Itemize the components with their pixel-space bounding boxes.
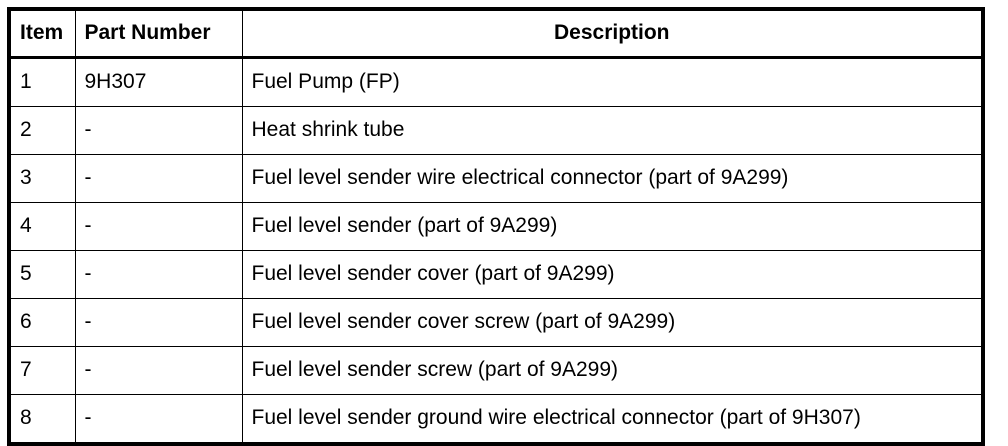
cell-item: 1	[8, 56, 76, 107]
column-header-description: Description	[241, 8, 984, 59]
table-header: Item Part Number Description	[8, 8, 984, 59]
table-row: 1 9H307 Fuel Pump (FP)	[8, 56, 984, 107]
parts-table-container: Item Part Number Description 1 9H307 Fue…	[7, 7, 985, 446]
table-header-row: Item Part Number Description	[8, 8, 984, 59]
table-row: 3 - Fuel level sender wire electrical co…	[8, 154, 984, 203]
cell-part-number: -	[74, 106, 243, 155]
cell-item: 3	[8, 154, 76, 203]
table-body: 1 9H307 Fuel Pump (FP) 2 - Heat shrink t…	[8, 56, 984, 445]
cell-description: Fuel Pump (FP)	[241, 56, 984, 107]
cell-part-number: -	[74, 346, 243, 395]
cell-description: Fuel level sender (part of 9A299)	[241, 202, 984, 251]
cell-item: 4	[8, 202, 76, 251]
cell-description: Heat shrink tube	[241, 106, 984, 155]
cell-description: Fuel level sender cover screw (part of 9…	[241, 298, 984, 347]
cell-description: Fuel level sender cover (part of 9A299)	[241, 250, 984, 299]
column-header-part-number: Part Number	[74, 8, 243, 59]
table-row: 4 - Fuel level sender (part of 9A299)	[8, 202, 984, 251]
cell-part-number: 9H307	[74, 56, 243, 107]
cell-part-number: -	[74, 298, 243, 347]
table-row: 8 - Fuel level sender ground wire electr…	[8, 394, 984, 445]
table-row: 2 - Heat shrink tube	[8, 106, 984, 155]
column-header-item: Item	[8, 8, 76, 59]
parts-legend-table: Item Part Number Description 1 9H307 Fue…	[7, 7, 985, 446]
cell-part-number: -	[74, 202, 243, 251]
cell-description: Fuel level sender screw (part of 9A299)	[241, 346, 984, 395]
table-row: 5 - Fuel level sender cover (part of 9A2…	[8, 250, 984, 299]
cell-item: 8	[8, 394, 76, 445]
cell-item: 6	[8, 298, 76, 347]
cell-item: 5	[8, 250, 76, 299]
cell-item: 2	[8, 106, 76, 155]
cell-description: Fuel level sender ground wire electrical…	[241, 394, 984, 445]
cell-part-number: -	[74, 394, 243, 445]
cell-description: Fuel level sender wire electrical connec…	[241, 154, 984, 203]
table-row: 7 - Fuel level sender screw (part of 9A2…	[8, 346, 984, 395]
cell-part-number: -	[74, 154, 243, 203]
cell-part-number: -	[74, 250, 243, 299]
table-row: 6 - Fuel level sender cover screw (part …	[8, 298, 984, 347]
cell-item: 7	[8, 346, 76, 395]
